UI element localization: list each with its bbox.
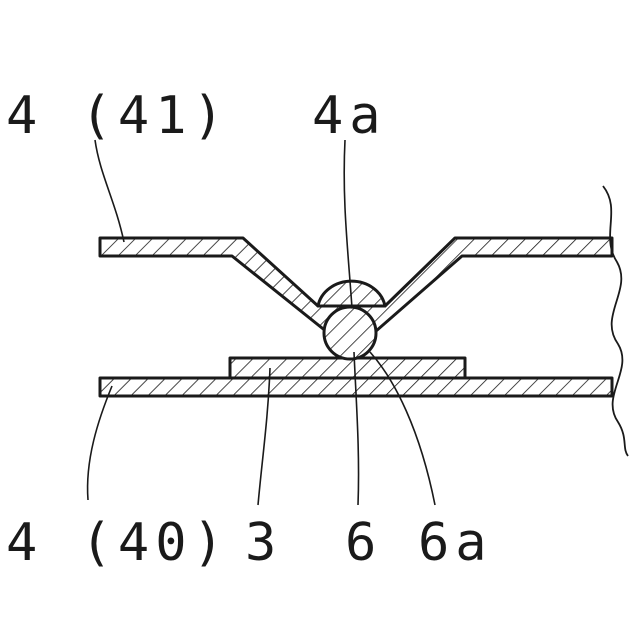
label-lower-plate: 4 (40): [6, 513, 230, 573]
label-ball-surface: 6a: [418, 513, 493, 573]
label-contact-point: 4a: [312, 86, 387, 146]
leader-lower-plate: [88, 386, 112, 500]
leader-upper-plate: [95, 140, 124, 242]
ball: [324, 307, 376, 359]
label-upper-plate: 4 (41): [6, 86, 230, 146]
label-base-pad: 3: [245, 513, 282, 573]
base-pad: [230, 358, 465, 378]
break-line: [603, 186, 628, 456]
label-ball: 6: [345, 513, 382, 573]
